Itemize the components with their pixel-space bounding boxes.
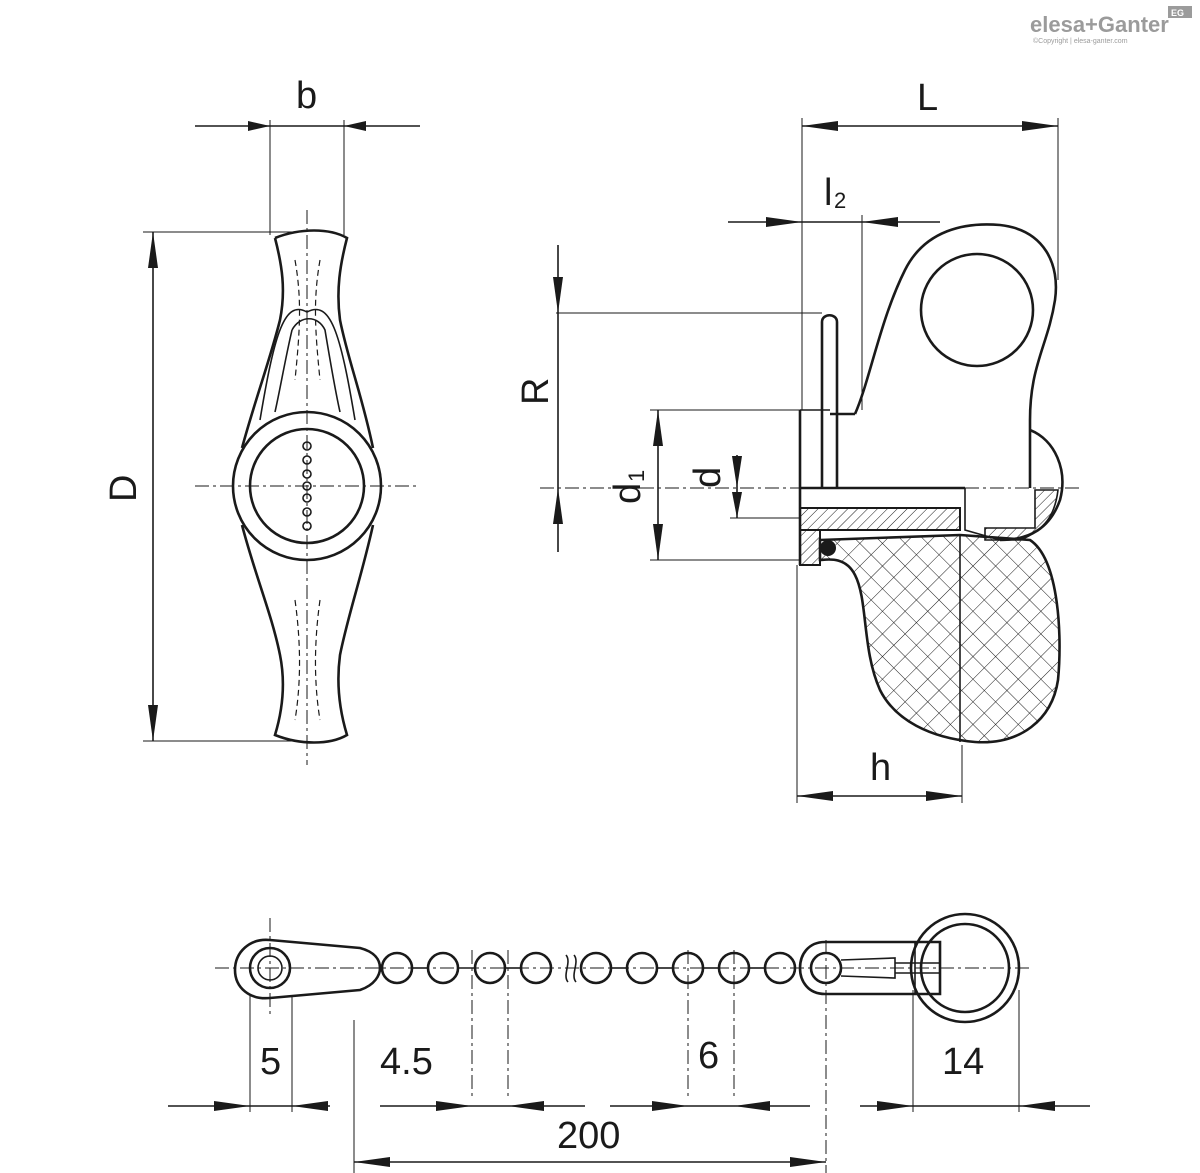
brand-logo: elesa+Ganter EG ©Copyright | elesa-gante… bbox=[1030, 6, 1192, 45]
dim-D-label: D bbox=[103, 475, 145, 502]
logo-badge-text: EG bbox=[1171, 8, 1184, 18]
dim-R-label: R bbox=[515, 378, 557, 405]
logo-badge bbox=[1168, 6, 1192, 18]
dim-chain-200-label: 200 bbox=[557, 1115, 620, 1157]
front-view: b D bbox=[103, 75, 420, 765]
dim-l2-subscript: 2 bbox=[834, 188, 846, 213]
logo-text: elesa+Ganter bbox=[1030, 12, 1169, 37]
dim-chain-4-5-label: 4.5 bbox=[380, 1041, 433, 1083]
side-view: L l 2 R d 1 d h bbox=[515, 77, 1080, 803]
dim-d1-label: d bbox=[607, 483, 649, 504]
dim-h-label: h bbox=[870, 747, 891, 789]
chain-view: 5 4.5 6 14 200 bbox=[168, 912, 1090, 1173]
dim-chain-14-label: 14 bbox=[942, 1041, 984, 1083]
dim-chain-6-label: 6 bbox=[698, 1035, 719, 1077]
dim-chain-5-label: 5 bbox=[260, 1041, 281, 1083]
dim-L-label: L bbox=[917, 77, 938, 119]
logo-copyright: ©Copyright | elesa-ganter.com bbox=[1033, 37, 1128, 45]
dim-d1-subscript: 1 bbox=[624, 470, 649, 482]
dim-l2-label: l bbox=[824, 172, 832, 214]
dim-b-label: b bbox=[296, 75, 317, 117]
dim-d-label: d bbox=[687, 467, 729, 488]
